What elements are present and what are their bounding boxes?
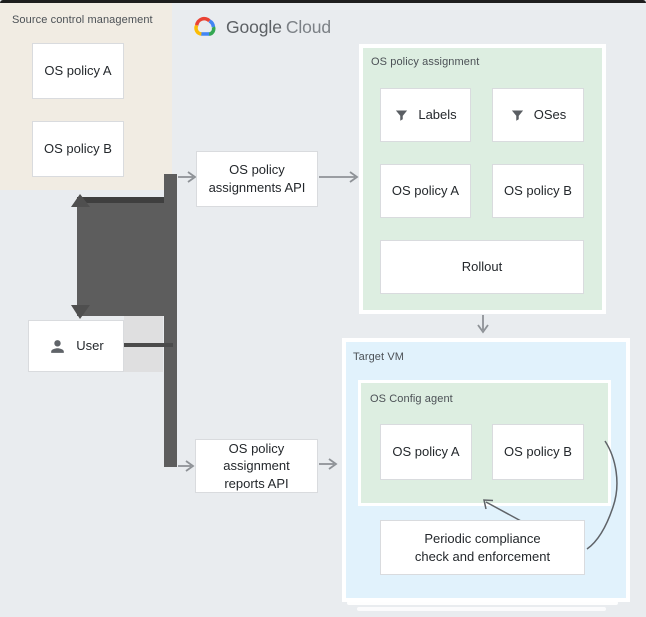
- assignment-policy-a-label: OS policy A: [391, 183, 460, 199]
- thick-connector-top-shade: [77, 197, 164, 203]
- vertical-bus-bar: [164, 174, 177, 467]
- periodic-compliance-box: Periodic compliance check and enforcemen…: [380, 520, 585, 575]
- oses-box: OSes: [492, 88, 584, 142]
- agent-policy-b-label: OS policy B: [504, 444, 572, 460]
- labels-box: Labels: [380, 88, 471, 142]
- arrowhead-up: [71, 194, 90, 207]
- policy-assignment-title: OS policy assignment: [371, 56, 480, 68]
- window-top-edge: [0, 0, 646, 3]
- arrow-bus-to-reports-api: [178, 460, 195, 472]
- arrow-api-to-policy-assignment: [319, 171, 359, 183]
- oses-label: OSes: [533, 107, 567, 123]
- source-control-title: Source control management: [12, 14, 153, 26]
- vm-stack-bar-1: [347, 601, 618, 605]
- source-policy-a-box: OS policy A: [32, 43, 124, 99]
- person-icon: [48, 337, 67, 356]
- arrowhead-down: [71, 305, 90, 319]
- reports-api-label: OS policy assignment reports API: [223, 440, 290, 491]
- rollout-label: Rollout: [461, 259, 503, 275]
- os-config-agent-title: OS Config agent: [370, 393, 453, 405]
- assignment-policy-b-box: OS policy B: [492, 164, 584, 218]
- user-box: User: [28, 320, 124, 372]
- agent-policy-a-label: OS policy A: [392, 444, 460, 460]
- agent-policy-a-box: OS policy A: [380, 424, 472, 480]
- google-cloud-icon: [191, 15, 219, 38]
- user-source-thick-connector: [77, 197, 164, 316]
- filter-icon: [394, 108, 409, 123]
- vm-stack-bar-2: [357, 607, 606, 611]
- user-label: User: [76, 338, 104, 354]
- assignment-policy-a-box: OS policy A: [380, 164, 471, 218]
- source-policy-a-label: OS policy A: [44, 63, 112, 79]
- filter-icon: [510, 108, 525, 123]
- arrow-bus-to-assignments-api: [178, 171, 197, 183]
- arrow-reports-api-to-target-vm: [319, 458, 338, 470]
- logo-brand: Google: [226, 16, 282, 37]
- assignments-api-box: OS policy assignments API: [196, 151, 318, 207]
- source-policy-b-label: OS policy B: [44, 141, 112, 157]
- reports-api-box: OS policy assignment reports API: [195, 439, 318, 493]
- agent-policy-b-box: OS policy B: [492, 424, 584, 480]
- target-vm-title: Target VM: [353, 351, 405, 363]
- logo-product: Cloud: [285, 16, 332, 37]
- rollout-box: Rollout: [380, 240, 584, 294]
- assignment-policy-b-label: OS policy B: [504, 183, 572, 199]
- arrow-assignment-to-target-vm: [477, 315, 489, 334]
- user-connector-band: [124, 316, 163, 372]
- source-policy-b-box: OS policy B: [32, 121, 124, 177]
- assignments-api-label: OS policy assignments API: [208, 162, 306, 195]
- labels-label: Labels: [418, 107, 457, 123]
- periodic-compliance-label: Periodic compliance check and enforcemen…: [414, 530, 551, 564]
